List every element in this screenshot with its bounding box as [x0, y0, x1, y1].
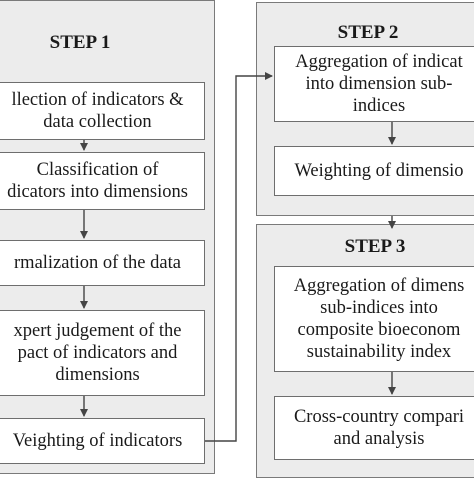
step1-title: STEP 1: [49, 32, 111, 53]
step3-box-cross-country: Cross-country compari and analysis: [274, 396, 474, 460]
step1-box-classification: Classification of dicators into dimensio…: [0, 152, 205, 210]
step1-box-weighting-indicators: Veighting of indicators: [0, 418, 205, 464]
step1-box-expert-judgement: xpert judgement of the pact of indicator…: [0, 310, 205, 396]
step2-title: STEP 2: [337, 22, 399, 43]
step3-title: STEP 3: [344, 236, 406, 257]
step1-box-normalization: rmalization of the data: [0, 240, 205, 286]
arrow-step1-to-step2: [205, 72, 273, 442]
step2-box-aggregation: Aggregation of indicat into dimension su…: [274, 46, 474, 122]
step3-box-aggregation-composite: Aggregation of dimens sub-indices into c…: [274, 266, 474, 372]
step2-box-weighting-dimensions: Weighting of dimensio: [274, 146, 474, 196]
step1-box-data-collection: llection of indicators & data collection: [0, 82, 205, 140]
